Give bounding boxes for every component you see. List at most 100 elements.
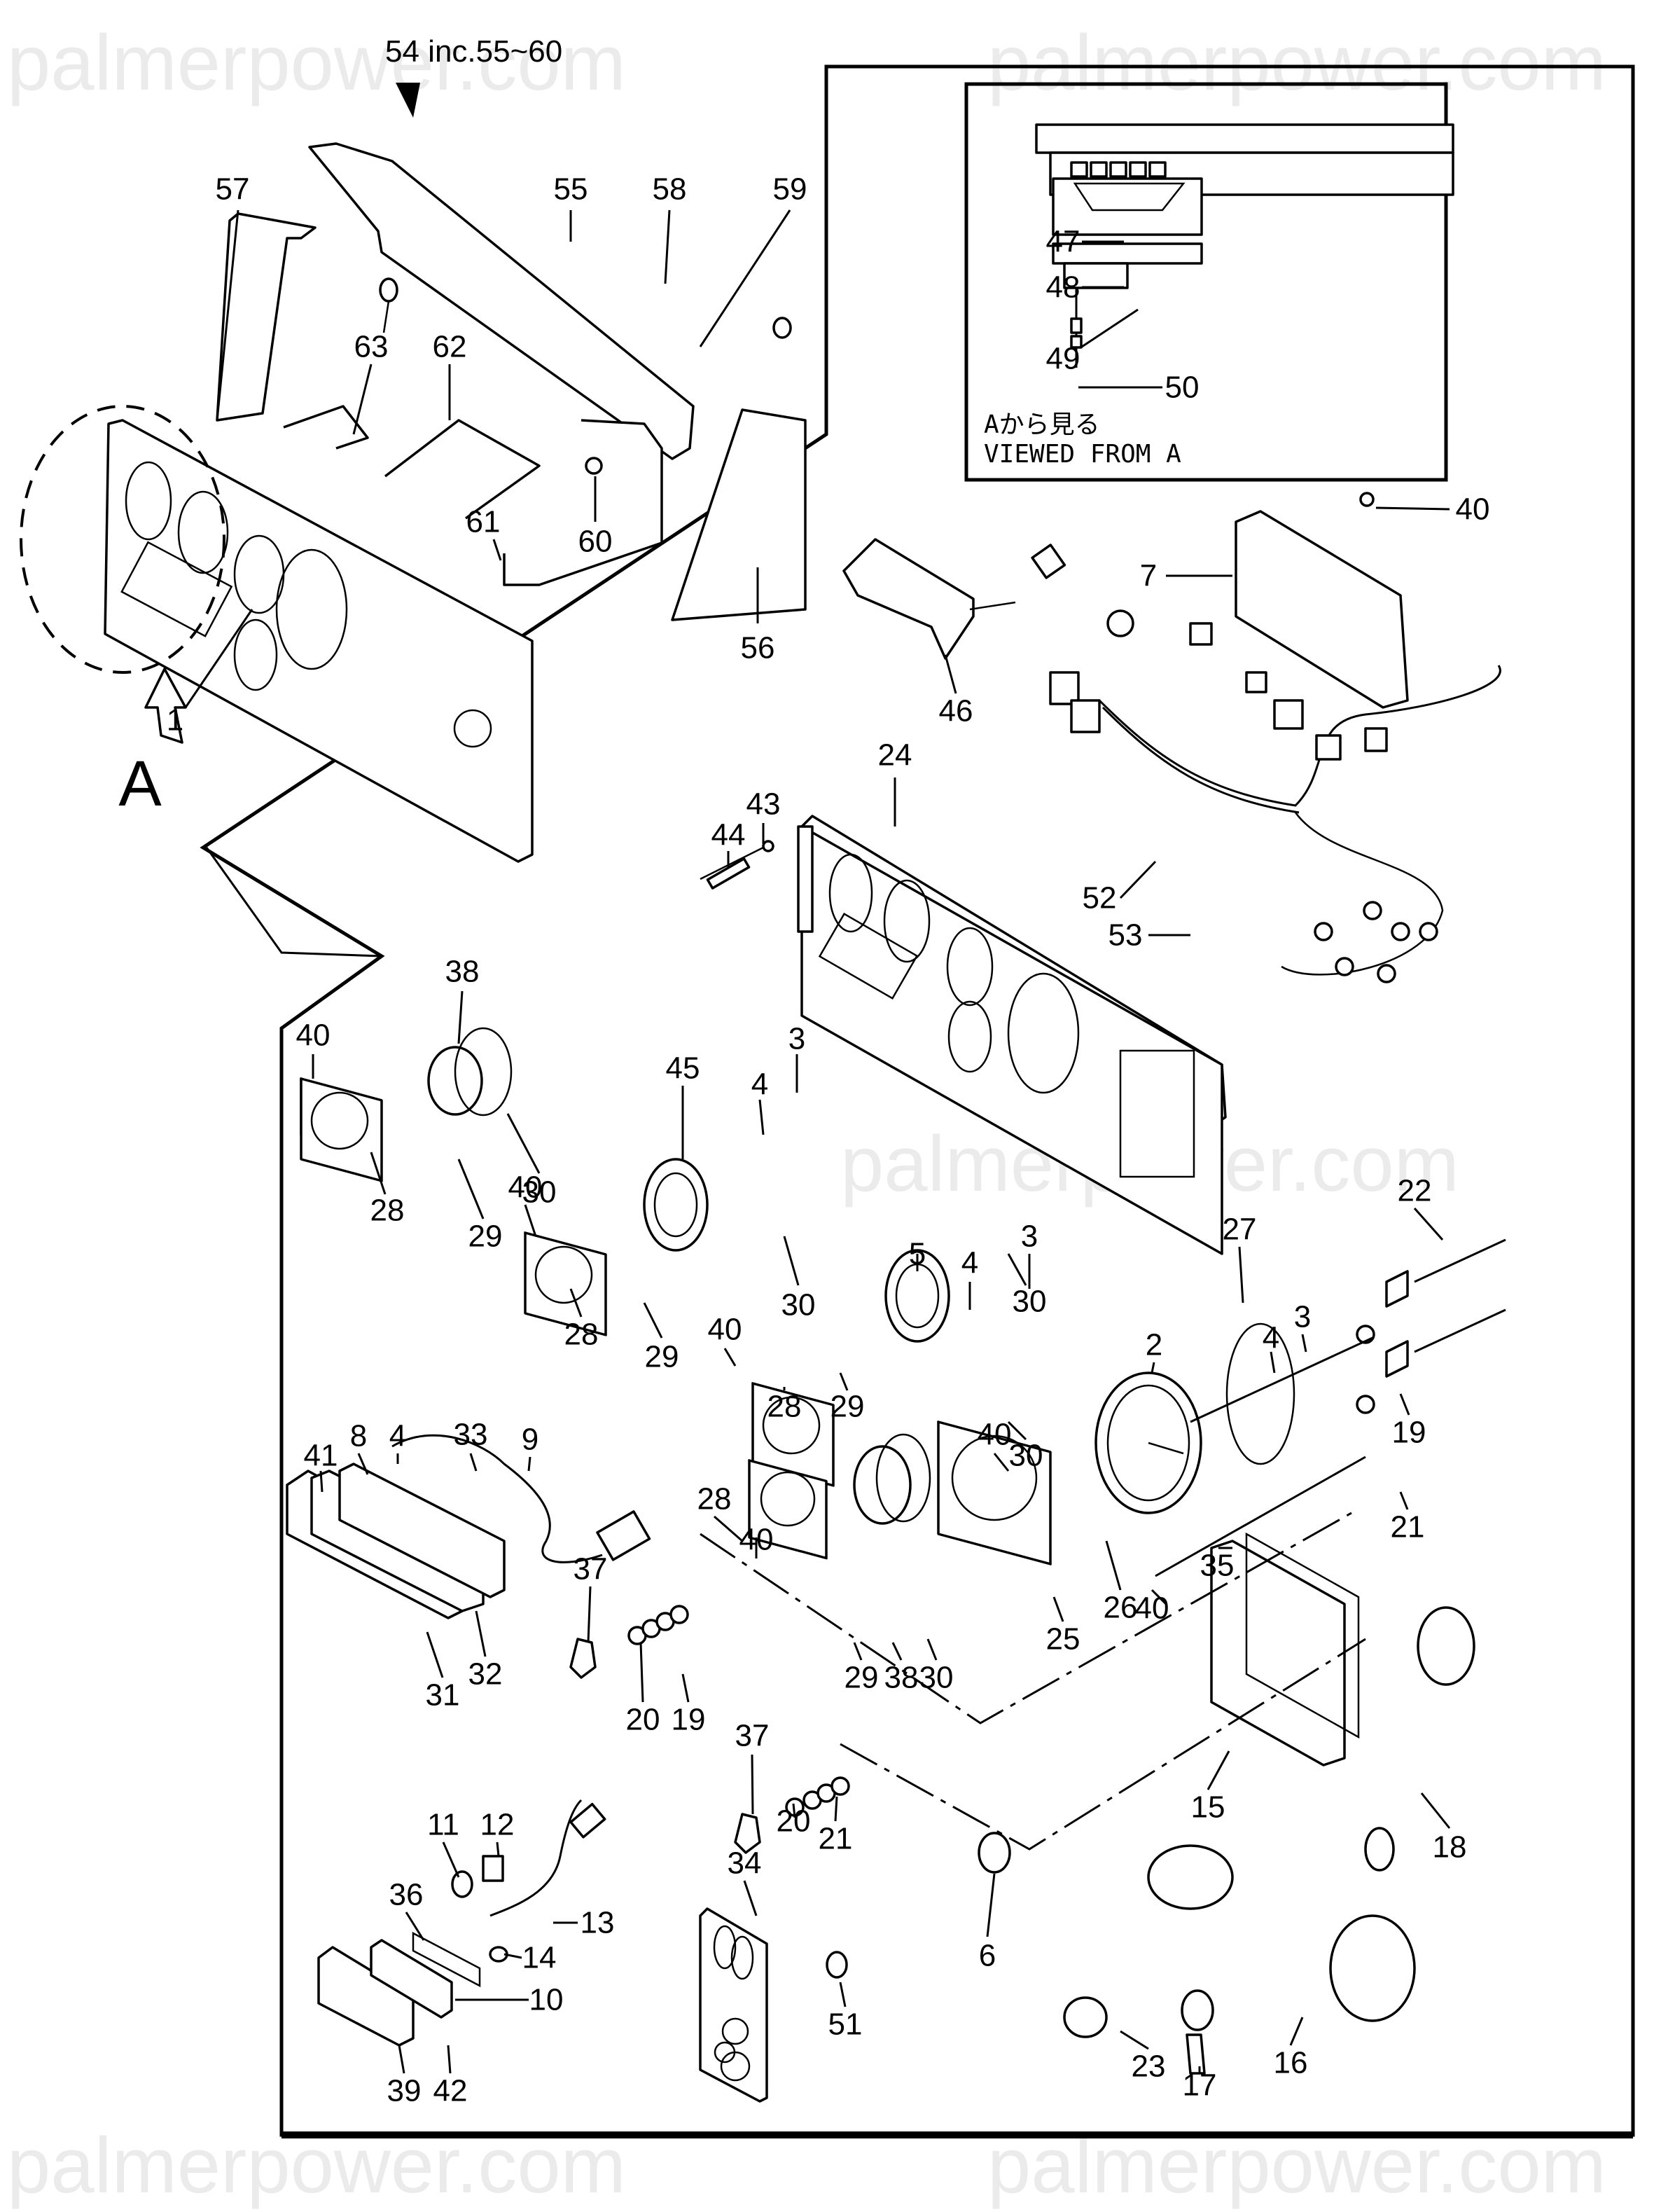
leader-28 [569,1288,583,1318]
gauge-45 [643,1158,709,1252]
controller-parts [842,492,1409,709]
leader-29 [839,1372,849,1391]
callout-63: 63 [354,330,389,364]
leader-4 [1270,1351,1276,1374]
callout-3: 3 [1294,1300,1311,1334]
callout-59: 59 [773,172,807,207]
leader-6 [986,1873,996,1937]
key-switch-16 [1329,1914,1416,2022]
callout-19: 19 [672,1703,706,1737]
callout-28: 28 [767,1390,802,1424]
switch-parts [569,1238,1506,1854]
leader-52 [1119,860,1157,899]
switch-panel-group [700,1336,1475,2075]
callout-40: 40 [978,1418,1012,1452]
callout-25: 25 [1046,1622,1080,1657]
callout-28: 28 [370,1194,405,1228]
leader-14 [503,1953,522,1959]
callout-46: 46 [939,694,973,728]
callout-61: 61 [466,505,501,539]
callout-45: 45 [666,1051,700,1086]
leader-31 [426,1631,444,1678]
callout-19: 19 [1392,1416,1426,1450]
bracket-63 [283,405,369,450]
leader-29 [643,1302,663,1339]
callout-55: 55 [554,172,588,207]
callout-26: 26 [1104,1591,1138,1625]
callout-9: 9 [522,1423,538,1457]
callout-42: 42 [433,2074,468,2108]
callout-52: 52 [1083,881,1117,915]
assembly-note: 54 inc.55~60 [385,34,562,69]
callout-57: 57 [216,172,250,207]
inset-part-48 [1052,242,1203,265]
leader-lines [184,209,1451,2074]
bracket-62 [384,419,541,520]
leader-40 [524,1204,537,1237]
callout-53: 53 [1108,918,1143,953]
callout-30: 30 [522,1175,557,1210]
leader-42 [447,2045,452,2074]
callout-32: 32 [468,1657,503,1692]
callout-28: 28 [697,1482,732,1516]
leader-21 [834,1796,838,1822]
callout-37: 37 [735,1719,770,1753]
leader-18 [1420,1792,1451,1829]
monitor-lamp-group [286,1434,651,1619]
leader-29 [853,1642,863,1661]
callout-40: 40 [1135,1591,1169,1626]
screw-40-top [1359,492,1375,507]
plug-51 [826,1951,848,1979]
leader-21 [1399,1491,1409,1510]
instrument-panel-1 [20,405,534,863]
callout-21: 21 [819,1822,853,1856]
callout-22: 22 [1398,1174,1432,1208]
plate-24-face [800,825,1223,1255]
bolt-44 [706,857,751,890]
inset-base [1063,262,1129,289]
inset-view-a [964,82,1454,482]
callout-40: 40 [708,1313,742,1347]
bolt-58 [379,277,398,303]
leader-46 [944,654,957,694]
callout-7: 7 [1140,559,1157,593]
callout-40: 40 [739,1523,774,1557]
nut-16 [1181,1989,1214,2031]
leader-30 [506,1113,541,1174]
leader-30 [926,1638,938,1661]
frame-outline [200,64,1635,2138]
leader-20 [792,1803,796,1818]
callout-4: 4 [389,1419,406,1453]
callout-3: 3 [1021,1219,1038,1254]
leader-1 [184,609,253,708]
leader-11 [442,1841,460,1878]
callout-38: 38 [445,955,480,989]
callout-4: 4 [1263,1321,1279,1355]
callout-31: 31 [426,1678,460,1713]
callout-3: 3 [788,1022,805,1056]
pilot-lamp-group [317,1799,848,2103]
callout-44: 44 [711,818,746,852]
callout-23: 23 [1132,2049,1166,2084]
leader-63 [352,364,373,435]
callout-35: 35 [1200,1549,1235,1583]
leader-51 [839,1982,847,2007]
callout-30: 30 [1009,1439,1043,1473]
callout-21: 21 [1391,1510,1425,1544]
switch-19 [1385,1270,1409,1308]
leader-26 [1105,1540,1122,1591]
inset-caption-jp: Aから見る [984,410,1100,439]
callout-2: 2 [1146,1328,1162,1362]
cover-assembly [216,142,807,621]
o-ring-30-top [454,1027,513,1117]
watermark-top-left: palmerpower.com [7,19,626,106]
callout-20: 20 [626,1703,660,1737]
leader-39 [398,2045,405,2074]
callout-1: 1 [167,703,183,738]
callout-50: 50 [1165,371,1200,405]
leader-16 [1289,2017,1304,2046]
leader-59 [699,209,791,347]
lamp-38-bottom [853,1445,912,1525]
callout-8: 8 [350,1419,367,1453]
harness-13 [569,1802,606,1839]
